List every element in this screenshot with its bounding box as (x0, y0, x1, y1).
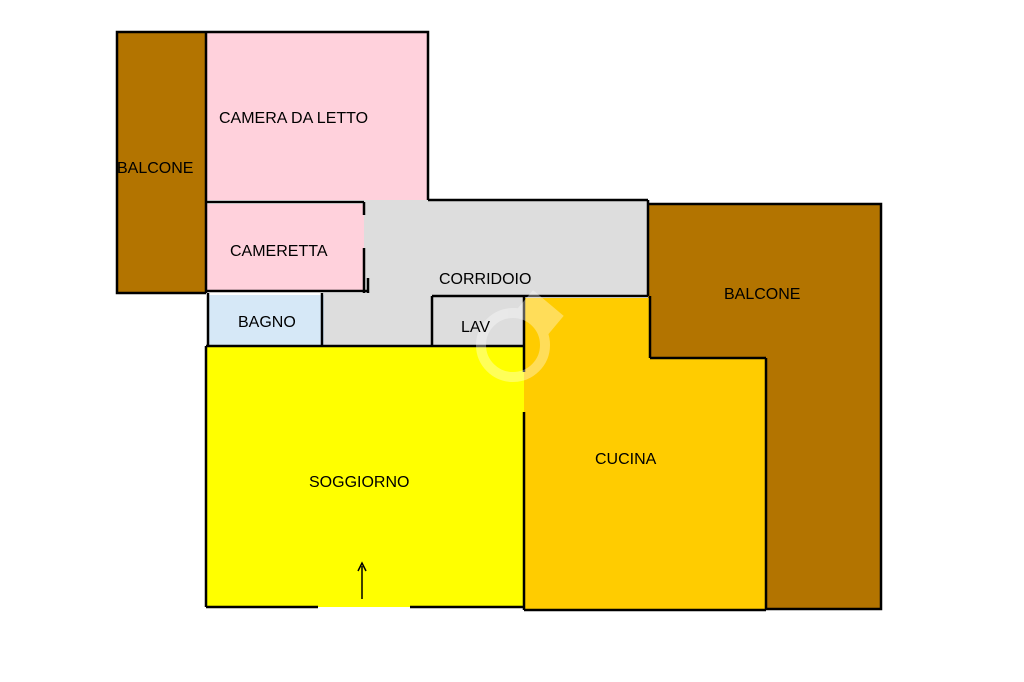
label-corridoio: CORRIDOIO (439, 271, 531, 288)
balcone-left-area (117, 32, 206, 293)
soggiorno-area (206, 347, 524, 607)
bagno-area (208, 295, 324, 345)
walls (115, 30, 883, 612)
cucina-area (524, 298, 766, 610)
camera-da-letto-area (206, 32, 428, 200)
label-lav: LAV (461, 319, 490, 336)
label-balcone-right: BALCONE (724, 286, 800, 303)
label-soggiorno: SOGGIORNO (309, 474, 409, 491)
label-camera-da-letto: CAMERA DA LETTO (219, 110, 368, 127)
balcone-right-area (648, 204, 881, 609)
label-bagno: BAGNO (238, 314, 296, 331)
label-cameretta: CAMERETTA (230, 243, 328, 260)
up-arrow-icon (357, 561, 367, 599)
corridoio-area (324, 200, 648, 347)
lav-area (432, 295, 524, 347)
watermark-logo (476, 290, 564, 382)
cameretta-area (206, 204, 364, 291)
label-cucina: CUCINA (595, 451, 657, 468)
label-balcone-left: BALCONE (117, 160, 193, 177)
